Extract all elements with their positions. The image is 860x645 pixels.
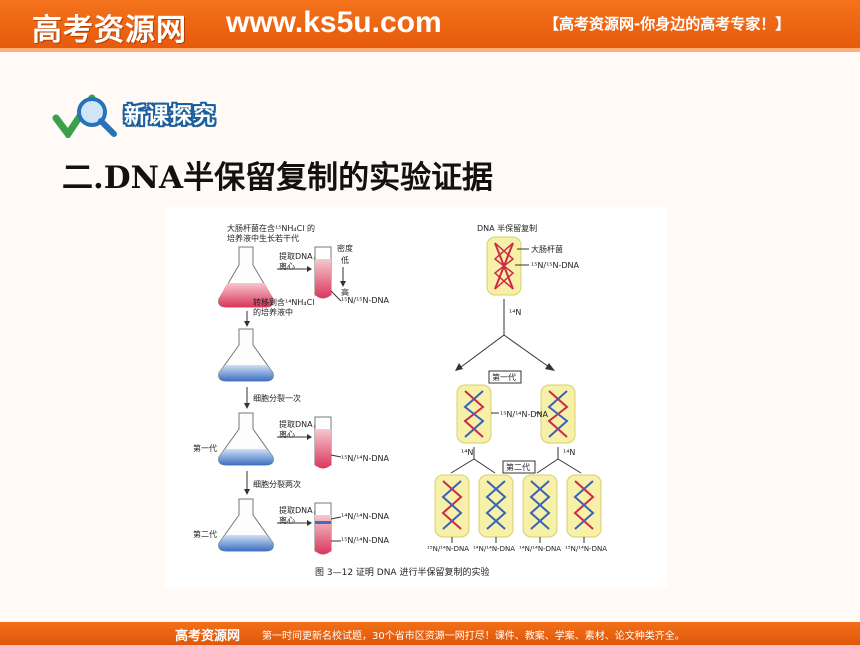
footer-text: 第一时间更新名校试题，30个省市区资源一网打尽！课件、教案、学案、素材、论文种类…	[262, 631, 685, 642]
gen2-dna-4: ¹⁵N/¹⁴N-DNA	[565, 545, 607, 553]
gen2-dna-1: ¹⁵N/¹⁴N-DNA	[427, 545, 469, 553]
divide-twice: 细胞分裂两次	[253, 479, 301, 489]
experiment-figure: 大肠杆菌在含¹⁵NH₄Cl 的 培养液中生长若干代 提取DNA， 离心 密度 低…	[165, 207, 667, 587]
n14-left: ¹⁴N	[461, 448, 473, 457]
magnifier-icon	[52, 94, 117, 138]
step-start-line2: 培养液中生长若干代	[227, 233, 299, 243]
site-header: 高考资源网 www.ks5u.com 【高考资源网-你身边的高考专家！】	[0, 0, 860, 48]
gen1-left-label: 第一代	[193, 443, 217, 453]
n14-right: ¹⁴N	[563, 448, 575, 457]
site-footer: 高考资源网 第一时间更新名校试题，30个省市区资源一网打尽！课件、教案、学案、素…	[0, 622, 860, 645]
parent-dna-label: ¹⁵N/¹⁵N-DNA	[531, 261, 580, 270]
extract-2a: 提取DNA，	[279, 419, 321, 429]
density-high: 高	[341, 287, 349, 297]
section-title: 二.DNA半保留复制的实验证据	[62, 160, 494, 196]
header-stripe	[0, 48, 860, 52]
density-low: 低	[341, 255, 349, 265]
gen2-cell-2	[478, 474, 514, 538]
flask-gen1	[218, 412, 274, 466]
transfer-1: 转移到含¹⁴NH₄Cl	[253, 297, 314, 307]
ecoli-label: 大肠杆菌	[531, 244, 563, 254]
parent-cell	[486, 236, 522, 296]
extract-1a: 提取DNA，	[279, 251, 321, 261]
gen1-cell-right	[540, 384, 576, 444]
site-url[interactable]: www.ks5u.com	[226, 6, 442, 39]
centrifuge-tube-1	[314, 246, 332, 299]
site-logo[interactable]: 高考资源网	[32, 13, 187, 48]
band-gen1: ¹⁵N/¹⁴N-DNA	[341, 454, 390, 463]
extract-3b: 离心	[279, 515, 295, 525]
gen1-dna-label: ¹⁵N/¹⁴N-DNA	[500, 410, 549, 419]
flask-gen2	[218, 498, 274, 552]
band-gen2-b: ¹⁵N/¹⁴N-DNA	[341, 536, 390, 545]
site-tagline: 【高考资源网-你身边的高考专家！】	[544, 15, 791, 33]
gen2-right-label: 第二代	[506, 462, 530, 472]
centrifuge-tube-2	[314, 416, 332, 469]
extract-1b: 离心	[279, 261, 295, 271]
flask-15n	[218, 246, 274, 308]
band-gen2-a: ¹⁴N/¹⁴N-DNA	[341, 512, 390, 521]
divide-once: 细胞分裂一次	[253, 393, 301, 403]
extract-2b: 离心	[279, 429, 295, 439]
gen2-left-label: 第二代	[193, 529, 217, 539]
section-banner: 新课探究	[124, 104, 217, 129]
step-start-line1: 大肠杆菌在含¹⁵NH₄Cl 的	[227, 223, 315, 233]
footer-brand[interactable]: 高考资源网	[175, 629, 241, 644]
gen1-cell-left	[456, 384, 492, 444]
flask-14n	[218, 328, 274, 382]
gen2-cell-4	[566, 474, 602, 538]
n14-top: ¹⁴N	[509, 308, 521, 317]
gen2-dna-2: ¹⁴N/¹⁴N-DNA	[473, 545, 515, 553]
gen2-dna-3: ¹⁴N/¹⁴N-DNA	[519, 545, 561, 553]
extract-3a: 提取DNA，	[279, 505, 321, 515]
band-15n15n: ¹⁵N/¹⁵N-DNA	[341, 296, 390, 305]
gen2-cell-3	[522, 474, 558, 538]
transfer-2: 的培养液中	[253, 307, 293, 317]
gen1-right-label: 第一代	[492, 372, 516, 382]
right-title: DNA 半保留复制	[477, 223, 537, 233]
gen2-cell-1	[434, 474, 470, 538]
centrifuge-tube-3	[314, 502, 332, 555]
density-label: 密度	[337, 243, 353, 253]
figure-caption: 图 3—12 证明 DNA 进行半保留复制的实验	[315, 566, 489, 578]
